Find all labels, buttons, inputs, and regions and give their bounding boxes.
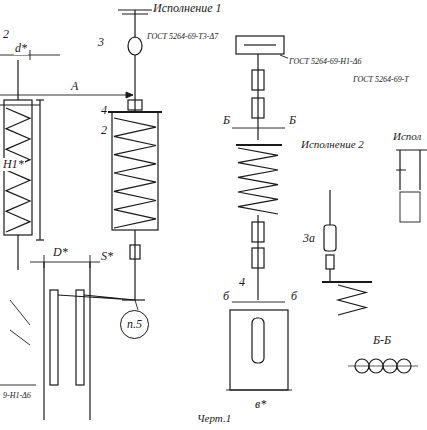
section-mark: Б — [288, 114, 297, 127]
callout-number: 4 — [238, 276, 246, 289]
callout-number: 2 — [100, 124, 108, 137]
spring-coil — [338, 285, 366, 315]
section-mark: Б — [222, 114, 231, 127]
spring-coils — [6, 108, 366, 315]
dimension: в* — [254, 398, 267, 411]
dimension: A — [70, 80, 79, 93]
leader-line — [135, 300, 138, 310]
section-mark: б — [222, 290, 230, 303]
callout-number: 3 — [97, 36, 105, 49]
section-title: Б-Б — [372, 334, 392, 347]
weld-note: ГОСТ 5264-69-Т — [352, 76, 410, 85]
dimension: d* — [14, 42, 28, 55]
callout-number: 3а — [302, 232, 316, 245]
dimension: D* — [52, 246, 69, 259]
section-mark: б — [290, 290, 298, 303]
left-spring-unit — [0, 60, 44, 270]
spring-coil — [114, 118, 156, 228]
callout-number: 2 — [2, 28, 10, 41]
spring-coil — [238, 148, 278, 214]
dimension: S* — [100, 250, 114, 263]
right-bracket — [396, 150, 427, 222]
callout-circle: п.5 — [120, 310, 149, 339]
callout-number: 4 — [100, 104, 108, 117]
pipe-clamp — [0, 255, 135, 420]
weld-note: 9-Н1-Δ6 — [2, 392, 32, 401]
hanger-execution-2 — [226, 36, 300, 390]
section-b-b — [348, 359, 418, 373]
view-title: Исполнение 2 — [300, 138, 365, 150]
dimension-a — [0, 50, 133, 98]
drawing-number: Черт.1 — [196, 412, 232, 424]
dimension: H1* — [2, 158, 25, 171]
detail-3a — [322, 190, 372, 282]
weld-note: ГОСТ 5264-69-Н1-Δ6 — [288, 58, 362, 67]
view-title: Испол — [392, 130, 422, 142]
view-title: Исполнение 1 — [152, 2, 222, 15]
callout-text: п.5 — [127, 317, 142, 332]
main-hanger — [108, 10, 162, 300]
weld-note: ГОСТ 5264-69-Т3-Δ7 — [146, 33, 219, 42]
